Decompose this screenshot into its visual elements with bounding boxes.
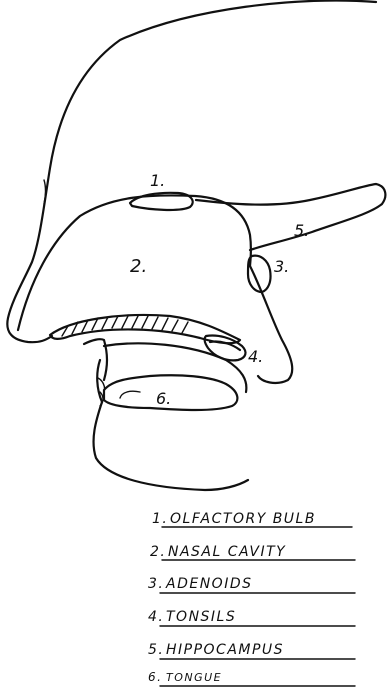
legend-number: 2. [150, 544, 166, 560]
legend-label: TONSILS [166, 609, 236, 625]
legend-label: ADENOIDS [165, 576, 253, 592]
legend-item-5: 5. HIPPOCAMPUS [148, 642, 355, 659]
legend-number: 4. [148, 609, 164, 625]
tongue-inner-line [120, 391, 140, 398]
chin-outline [94, 360, 248, 490]
head-outline [7, 1, 376, 343]
legend: 1. OLFACTORY BULB 2. NASAL CAVITY 3. ADE… [148, 511, 355, 686]
legend-label: TONGUE [166, 671, 222, 684]
marker-4: 4. [248, 347, 263, 366]
hippocampus-shape [196, 184, 385, 250]
marker-2: 2. [130, 256, 147, 277]
legend-item-6: 6. TONGUE [148, 670, 355, 686]
legend-label: NASAL CAVITY [168, 544, 286, 560]
marker-5: 5. [294, 221, 309, 240]
legend-number: 6. [148, 670, 162, 684]
legend-item-4: 4. TONSILS [148, 609, 355, 626]
marker-6: 6. [156, 389, 171, 408]
legend-item-3: 3. ADENOIDS [148, 576, 355, 593]
legend-number: 5. [148, 642, 164, 658]
legend-number: 3. [148, 576, 164, 592]
palate-shape [50, 315, 240, 343]
legend-label: HIPPOCAMPUS [166, 642, 284, 658]
legend-item-1: 1. OLFACTORY BULB [152, 511, 352, 527]
legend-item-2: 2. NASAL CAVITY [150, 544, 355, 560]
legend-label: OLFACTORY BULB [170, 511, 316, 527]
nose-bridge-mark [44, 180, 46, 204]
legend-number: 1. [152, 511, 168, 527]
marker-3: 3. [274, 257, 289, 276]
marker-1: 1. [150, 171, 165, 190]
